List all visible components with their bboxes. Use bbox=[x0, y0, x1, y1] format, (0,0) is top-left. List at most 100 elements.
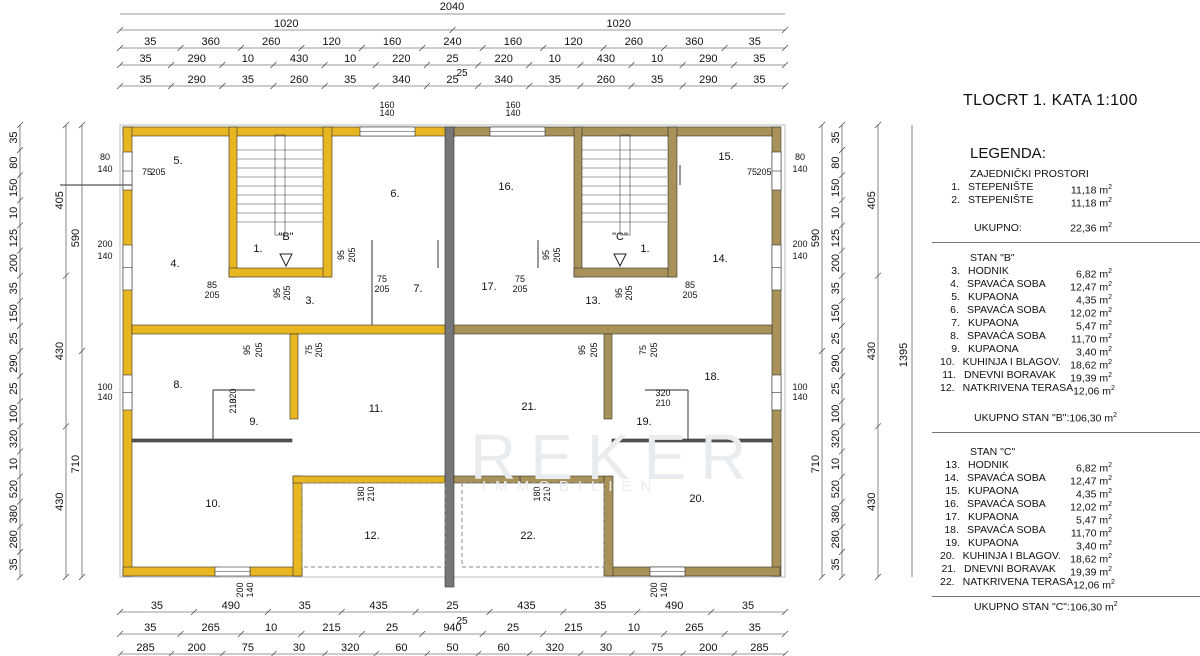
dim-right-mid-label: 430 bbox=[866, 342, 878, 360]
dim-bottom-row2-tick bbox=[479, 630, 486, 638]
dim-right-outer-label: 150 bbox=[830, 304, 842, 322]
opening-dimension: 320 bbox=[655, 388, 670, 398]
dim-top-row4-label: 10 bbox=[242, 53, 254, 65]
room-label: 13. bbox=[585, 295, 600, 307]
dim-top-row3-label: 35 bbox=[144, 36, 156, 48]
legend-row-number: 16. bbox=[944, 498, 959, 510]
dim-top-row5-tick bbox=[116, 82, 124, 90]
legend-row-area: 19,39 m2 bbox=[1070, 566, 1112, 579]
dim-top-row4-label: 430 bbox=[290, 53, 308, 65]
dim-bottom-row1-tick bbox=[781, 608, 789, 616]
dim-right-outer-label: 380 bbox=[830, 505, 842, 523]
legend-row-name: SPAVAĆA SOBA bbox=[966, 278, 1046, 290]
legend-total-label: UKUPNO STAN "C": bbox=[974, 601, 1070, 613]
dim-top-row3-label: 35 bbox=[749, 36, 761, 48]
wall-segment bbox=[122, 566, 219, 577]
dim-left-outer-label: 290 bbox=[8, 354, 20, 372]
dim-top-half-tick bbox=[781, 26, 789, 34]
legend-row-area: 6,82 m2 bbox=[1075, 268, 1112, 281]
dim-top-row3-tick bbox=[781, 44, 789, 52]
dim-right-mid-label: 405 bbox=[866, 191, 878, 209]
dim-top-row4-label: 290 bbox=[188, 53, 206, 65]
opening-dimension: 200 bbox=[649, 582, 659, 597]
dim-bottom-row1-label: 25 bbox=[446, 600, 458, 612]
dim-left-outer-tick bbox=[16, 272, 24, 279]
opening-dimension: 200 bbox=[235, 582, 245, 597]
dim-bottom-row1-tick bbox=[486, 608, 493, 616]
dim-bottom-row2-tick bbox=[116, 630, 124, 638]
legend-row-number: 19. bbox=[945, 537, 960, 549]
opening-dimension: 205 bbox=[649, 342, 659, 357]
dim-top-row5-tick bbox=[679, 82, 686, 90]
stair-arrow-icon bbox=[613, 253, 627, 268]
wall-segment bbox=[292, 475, 303, 577]
stair-well bbox=[274, 134, 286, 236]
dim-right-inner-tick bbox=[818, 347, 826, 355]
stair-tag: "C" bbox=[612, 231, 628, 243]
dim-top-row5-tick bbox=[321, 82, 328, 90]
opening-dimension: 180 bbox=[356, 486, 366, 501]
legend-row-area: 12,47 m2 bbox=[1070, 475, 1112, 488]
dim-left-inner-label: 590 bbox=[70, 229, 82, 247]
dim-right-outer-tick bbox=[838, 473, 846, 480]
dim-left-outer-tick bbox=[16, 172, 24, 179]
dim-top-row4-label: 10 bbox=[344, 53, 356, 65]
dim-bottom-row2-tick bbox=[721, 630, 728, 638]
legend-row-name: KUHINJA I BLAGOV. bbox=[962, 356, 1061, 368]
dim-top-row3-tick bbox=[237, 44, 245, 52]
room-label: 1. bbox=[253, 243, 262, 255]
dim-bottom-row2-tick bbox=[419, 630, 426, 638]
dim-bottom-row3-tick bbox=[782, 650, 789, 656]
dim-right-outer-tick bbox=[838, 172, 846, 179]
dim-top-row5-tick bbox=[526, 82, 533, 90]
dim-left-outer-tick bbox=[16, 448, 24, 455]
legend-row-number: 14. bbox=[944, 472, 959, 484]
dim-right-outer-tick bbox=[838, 197, 846, 204]
watermark-sub: IMMOBILIEN bbox=[482, 478, 661, 495]
dim-right-outer-label: 25 bbox=[830, 332, 842, 344]
room-label: 7. bbox=[413, 283, 422, 295]
dim-right-outer-tick bbox=[838, 548, 846, 556]
stan_c-heading: STAN "C" bbox=[970, 446, 1016, 458]
dim-top-row3-tick bbox=[660, 44, 668, 52]
dim-top-row4-label: 25 bbox=[446, 53, 458, 65]
legend-row-number: 17. bbox=[945, 511, 960, 523]
legend-row-number: 6. bbox=[950, 304, 959, 316]
room-label: 15. bbox=[718, 151, 733, 163]
dim-top-row3-tick bbox=[479, 44, 486, 52]
dim-top-row5-label: 260 bbox=[290, 74, 308, 86]
room-label: 17. bbox=[481, 281, 496, 293]
dim-bottom-row2-label: 25 bbox=[386, 622, 398, 634]
dim-left-inner-tick bbox=[78, 347, 86, 355]
dim-right-inner-tick bbox=[818, 573, 826, 581]
dim-bottom-row3-tick bbox=[577, 650, 584, 656]
opening-dimension: 205 bbox=[347, 247, 357, 262]
dim-top-row3-tick bbox=[358, 44, 366, 52]
dim-right-outer-label: 35 bbox=[830, 131, 842, 143]
opening-dimension: 205 bbox=[682, 290, 697, 300]
legend-row-area: 12,02 m2 bbox=[1070, 501, 1112, 514]
opening-dimension: 140 bbox=[379, 108, 394, 118]
legend-row-number: 18. bbox=[944, 524, 959, 536]
dim-top-row4-label: 35 bbox=[139, 53, 151, 65]
wall-segment bbox=[228, 126, 238, 278]
room-label: 14. bbox=[712, 253, 727, 265]
dim-left-outer-tick bbox=[16, 523, 24, 530]
dim-top-row3-label: 260 bbox=[625, 36, 643, 48]
wall-segment bbox=[292, 475, 446, 484]
dim-right-outer-label: 150 bbox=[830, 179, 842, 197]
dim-top-row3-tick bbox=[600, 44, 607, 52]
dim-left-outer-label: 35 bbox=[8, 282, 20, 294]
dim-bottom-row2-tick bbox=[237, 630, 245, 638]
legend-row-area: 12,06 m2 bbox=[1073, 385, 1115, 398]
dim-left-mid-tick bbox=[62, 272, 70, 279]
legend-row-name: NATKRIVENA TERASA bbox=[962, 382, 1074, 394]
dim-bottom-row3-label: 285 bbox=[136, 642, 154, 654]
legend-row-number: 3. bbox=[951, 265, 960, 277]
dim-top-row4-tick bbox=[628, 61, 635, 69]
opening-dimension: 95 bbox=[614, 288, 624, 298]
